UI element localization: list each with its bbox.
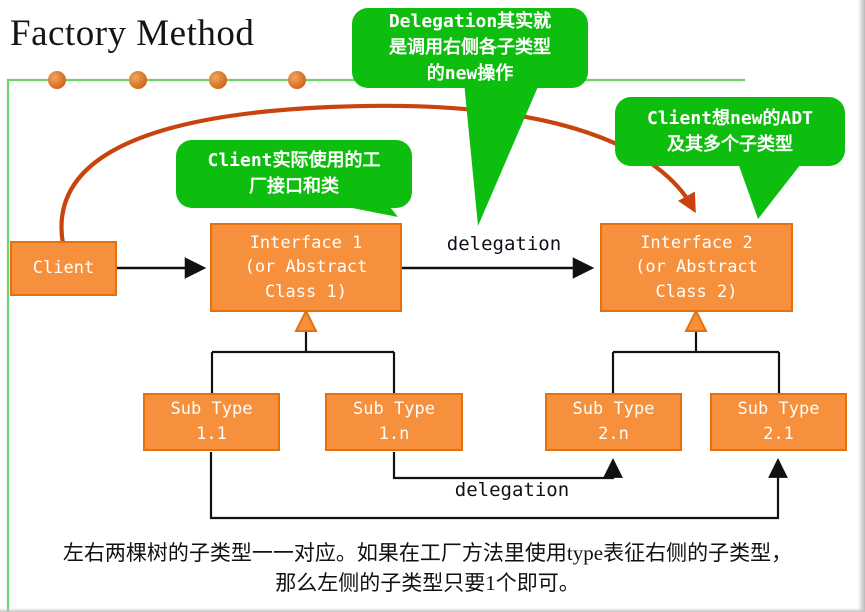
- caption-line1: 左右两棵树的子类型一一对应。如果在工厂方法里使用type表征右侧的子类型，: [62, 541, 793, 565]
- inheritance-triangle-left-icon: [294, 308, 318, 332]
- callout-client-factory: Client实际使用的工 厂接口和类: [176, 140, 412, 208]
- slide-right-edge-shadow: [858, 0, 865, 612]
- delegation-label-top: delegation: [446, 233, 562, 255]
- slide-bottom-edge-shadow: [0, 608, 865, 612]
- page-title: Factory Method: [10, 13, 255, 54]
- interface2-box: Interface 2 (or Abstract Class 2): [600, 223, 793, 312]
- dot-icon: [209, 71, 227, 89]
- caption: 左右两棵树的子类型一一对应。如果在工厂方法里使用type表征右侧的子类型， 那么…: [0, 538, 855, 598]
- subtype-2-n-box: Sub Type 2.n: [545, 393, 682, 451]
- delegation-label-bottom: delegation: [454, 479, 570, 501]
- orange-dots-decoration: [48, 71, 306, 89]
- dot-icon: [129, 71, 147, 89]
- inheritance-tree-left: [210, 331, 396, 393]
- inheritance-tree-right: [611, 331, 781, 393]
- interface1-box: Interface 1 (or Abstract Class 1): [210, 223, 402, 312]
- dot-icon: [288, 71, 306, 89]
- subtype11-to-subtype21-delegation-connector: [209, 452, 788, 520]
- top-bubble-tail: [464, 82, 540, 226]
- dot-icon: [48, 71, 66, 89]
- subtype1n-to-subtype2n-delegation-connector: [392, 452, 623, 480]
- subtype-1-1-box: Sub Type 1.1: [143, 393, 280, 451]
- caption-line2: 那么左侧的子类型只要1个即可。: [275, 571, 580, 595]
- subtype-2-1-box: Sub Type 2.1: [710, 393, 847, 451]
- callout-delegation-meaning: Delegation其实就 是调用右侧各子类型 的new操作: [352, 8, 588, 88]
- right-bubble-tail: [737, 160, 804, 219]
- client-box: Client: [10, 241, 117, 296]
- subtype-1-n-box: Sub Type 1.n: [325, 393, 463, 451]
- inheritance-triangle-right-icon: [684, 308, 708, 332]
- callout-client-adt: Client想new的ADT 及其多个子类型: [615, 97, 845, 166]
